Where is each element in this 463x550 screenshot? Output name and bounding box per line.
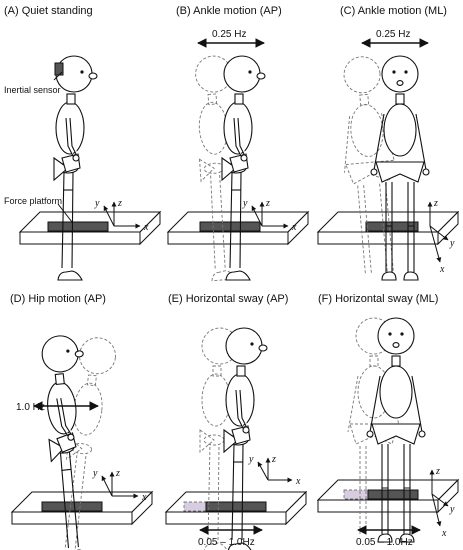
y-axis-label: y — [94, 198, 100, 209]
panel-f: (F) Horizontal sway (ML) 0.05 – 1.0Hz z … — [317, 293, 459, 548]
force-plate — [41, 501, 103, 512]
z-axis-label: z — [271, 454, 276, 465]
panel-b-title: (B) Ankle motion (AP) — [176, 5, 282, 17]
axis-triad-c: z y x — [427, 198, 455, 275]
panel-c-frequency: 0.25 Hz — [376, 29, 410, 40]
axis-triad-d: x z y — [92, 468, 147, 503]
panel-d-title: (D) Hip motion (AP) — [10, 293, 106, 305]
force-platform-label: Force platform — [4, 196, 62, 206]
z-axis-label: z — [433, 198, 438, 209]
y-axis-label: y — [92, 468, 98, 479]
sensor-pointer-line — [53, 71, 63, 81]
swaying-figure — [221, 55, 266, 281]
force-plate — [199, 221, 261, 232]
x-axis-label: x — [439, 264, 445, 275]
panel-e-frequency: 0.05 – 1.0Hz — [198, 537, 255, 548]
x-axis-label: x — [295, 476, 301, 487]
x-axis-label: x — [143, 222, 149, 233]
swaying-figure — [370, 55, 430, 281]
panel-e: (E) Horizontal sway (AP) 0.05 – 1.0Hz x … — [165, 293, 307, 550]
panel-b-frequency: 0.25 Hz — [212, 29, 246, 40]
y-axis-label: y — [449, 238, 455, 249]
force-plate — [47, 221, 109, 232]
axis-triad-a: x z y — [94, 198, 149, 233]
panel-a-title: (A) Quiet standing — [4, 5, 93, 17]
axis-triad-b: x z y — [242, 198, 297, 233]
y-axis-label: y — [248, 454, 254, 465]
axis-triad-e: x z y — [248, 454, 301, 487]
panel-b: (B) Ankle motion (AP) 0.25 Hz x z y — [167, 5, 309, 282]
y-axis-label: y — [242, 198, 248, 209]
shifted-force-plate — [183, 501, 219, 512]
shifted-force-plate — [343, 489, 375, 500]
x-axis-label: x — [291, 222, 297, 233]
z-axis-label: z — [435, 466, 440, 477]
z-axis-label: z — [265, 198, 270, 209]
force-plate — [367, 489, 419, 500]
panel-e-title: (E) Horizontal sway (AP) — [168, 293, 288, 305]
platform-pointer-line — [57, 203, 73, 223]
z-axis-label: z — [115, 468, 120, 479]
axis-triad-f: z y x — [429, 466, 455, 539]
panel-c-title: (C) Ankle motion (ML) — [340, 5, 447, 17]
panel-c: (C) Ankle motion (ML) 0.25 Hz z y x — [317, 5, 459, 281]
panel-a: (A) Quiet standing Inertial sensor Force… — [4, 5, 161, 281]
panel-f-frequency: 0.05 – 1.0Hz — [356, 537, 413, 548]
panel-d: (D) Hip motion (AP) 1.0 Hz x z y — [10, 293, 153, 550]
panel-d-frequency: 1.0 Hz — [16, 402, 45, 413]
x-axis-label: x — [141, 492, 147, 503]
inertial-sensor-label: Inertial sensor — [4, 85, 61, 95]
x-axis-label: x — [441, 528, 447, 539]
y-axis-label: y — [449, 504, 455, 515]
z-axis-label: z — [117, 198, 122, 209]
force-plate — [205, 501, 267, 512]
inertial-sensor-block — [54, 62, 64, 76]
panel-f-title: (F) Horizontal sway (ML) — [318, 293, 438, 305]
